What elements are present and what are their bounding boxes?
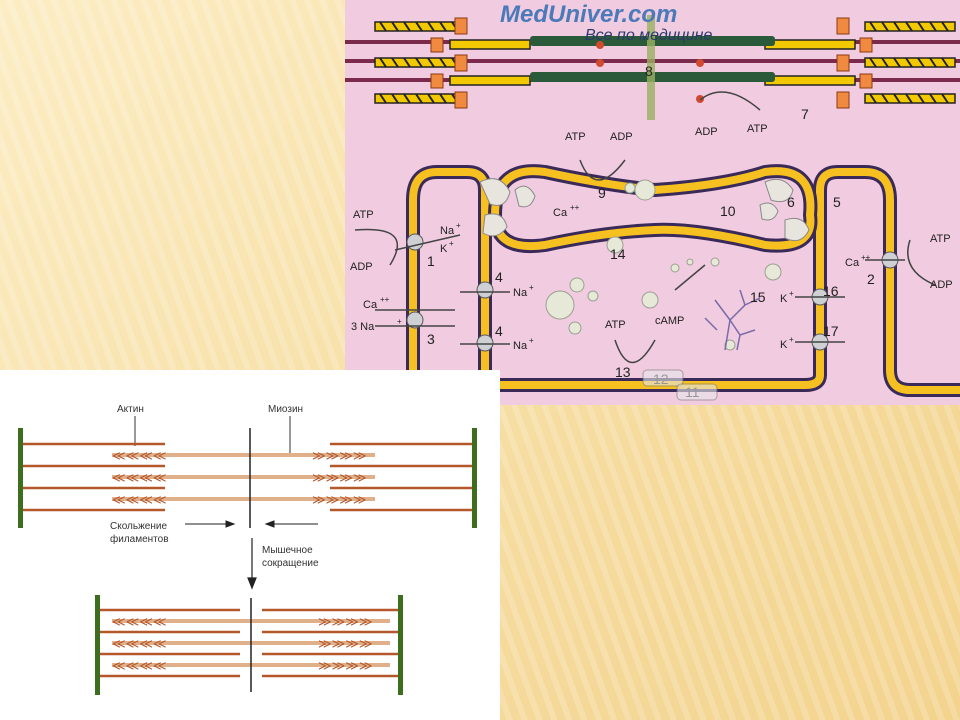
myosin-label: Миозин bbox=[268, 404, 303, 415]
actin-label: Актин bbox=[117, 404, 144, 415]
label-adp-1: ADP bbox=[350, 261, 373, 273]
charge-na-4b: + bbox=[529, 336, 534, 345]
charge-na-4a: + bbox=[529, 283, 534, 292]
charge-ca-9: ++ bbox=[570, 203, 580, 212]
label-ca-3: Ca bbox=[363, 299, 378, 311]
charge-na-1: + bbox=[456, 221, 461, 230]
svg-text:≫≫≫≫: ≫≫≫≫ bbox=[312, 448, 366, 463]
svg-text:≫≫≫≫: ≫≫≫≫ bbox=[312, 492, 366, 507]
z-line-left bbox=[18, 428, 23, 528]
sarcomere-filaments bbox=[345, 15, 960, 120]
charge-ca-2: ++ bbox=[861, 253, 871, 262]
charge-3na: + bbox=[397, 317, 402, 326]
label-adp-7: ADP bbox=[695, 126, 718, 138]
sliding-filament-svg: Актин Миозин ≪≪≪≪ ≫≫≫≫ ≪≪≪≪ ≫≫≫≫ ≪≪≪≪ ≫≫≫≫ … bbox=[18, 404, 477, 695]
svg-text:≪≪≪≪: ≪≪≪≪ bbox=[112, 448, 166, 463]
charge-k-16: + bbox=[789, 289, 794, 298]
label-3na: 3 Na bbox=[351, 321, 375, 333]
charge-ca-3: ++ bbox=[380, 295, 390, 304]
charge-k-17: + bbox=[789, 335, 794, 344]
sliding-arrows bbox=[185, 520, 318, 528]
label-ca-9: Ca bbox=[553, 207, 568, 219]
label-na-4b: Na bbox=[513, 340, 528, 352]
svg-text:≫≫≫≫: ≫≫≫≫ bbox=[318, 636, 372, 651]
relaxed-sarcomere: ≪≪≪≪ ≫≫≫≫ ≪≪≪≪ ≫≫≫≫ ≪≪≪≪ ≫≫≫≫ bbox=[18, 428, 477, 528]
charge-labels: + + ++ + + + ++ + + ++ bbox=[380, 203, 871, 345]
z-line-right bbox=[472, 428, 477, 528]
num-14: 14 bbox=[610, 246, 626, 262]
label-atp-9: ATP bbox=[565, 131, 586, 143]
cell-transport-diagram: MedUniver.com Все по медицине bbox=[345, 0, 960, 405]
num-16: 16 bbox=[823, 283, 839, 299]
num-8: 8 bbox=[645, 63, 653, 79]
membrane-tabs bbox=[642, 369, 718, 401]
num-4a: 4 bbox=[495, 269, 503, 285]
contraction-label-2: сокращение bbox=[262, 558, 319, 569]
label-atp-1: ATP bbox=[353, 209, 374, 221]
svg-text:≪≪≪≪: ≪≪≪≪ bbox=[112, 614, 166, 629]
num-4b: 4 bbox=[495, 323, 503, 339]
num-3: 3 bbox=[427, 331, 435, 347]
label-k-17: K bbox=[780, 339, 788, 351]
watermark-site: MedUniver.com bbox=[500, 1, 677, 28]
chemical-labels: ATP ADP Na K Ca 3 Na Na Na ATP ADP Ca AD… bbox=[350, 123, 953, 352]
svg-text:≫≫≫≫: ≫≫≫≫ bbox=[312, 470, 366, 485]
label-adp-9: ADP bbox=[610, 131, 633, 143]
label-ca-2: Ca bbox=[845, 257, 860, 269]
svg-text:≫≫≫≫: ≫≫≫≫ bbox=[318, 614, 372, 629]
watermark-tagline: Все по медицине bbox=[585, 27, 712, 44]
contracted-sarcomere: ≪≪≪≪ ≫≫≫≫ ≪≪≪≪ ≫≫≫≫ ≪≪≪≪ ≫≫≫≫ bbox=[95, 595, 403, 695]
z-line-left-contracted bbox=[95, 595, 100, 695]
svg-text:≪≪≪≪: ≪≪≪≪ bbox=[112, 492, 166, 507]
num-2: 2 bbox=[867, 271, 875, 287]
calcium-channels bbox=[479, 178, 810, 242]
svg-text:≪≪≪≪: ≪≪≪≪ bbox=[112, 658, 166, 673]
label-na-1: Na bbox=[440, 225, 455, 237]
num-10: 10 bbox=[720, 203, 736, 219]
num-9: 9 bbox=[598, 185, 606, 201]
z-line-right-contracted bbox=[398, 595, 403, 695]
sliding-label-1: Скольжение bbox=[110, 521, 167, 532]
label-atp-13: ATP bbox=[605, 319, 626, 331]
label-atp-2: ATP bbox=[930, 233, 951, 245]
contraction-arrow bbox=[247, 538, 257, 590]
label-camp: cAMP bbox=[655, 315, 684, 327]
label-atp-7: ATP bbox=[747, 123, 768, 135]
flow-arrows bbox=[354, 91, 936, 363]
label-k-1: K bbox=[440, 243, 448, 255]
branching-structure bbox=[704, 289, 761, 351]
svg-text:≪≪≪≪: ≪≪≪≪ bbox=[112, 636, 166, 651]
charge-k-1: + bbox=[449, 239, 454, 248]
num-15: 15 bbox=[750, 289, 766, 305]
num-1: 1 bbox=[427, 253, 435, 269]
label-adp-2: ADP bbox=[930, 279, 953, 291]
svg-text:≫≫≫≫: ≫≫≫≫ bbox=[318, 658, 372, 673]
label-k-16: K bbox=[780, 293, 788, 305]
sliding-filament-diagram: Актин Миозин ≪≪≪≪ ≫≫≫≫ ≪≪≪≪ ≫≫≫≫ ≪≪≪≪ ≫≫≫≫ … bbox=[0, 370, 500, 720]
num-5: 5 bbox=[833, 194, 841, 210]
label-na-4a: Na bbox=[513, 287, 528, 299]
num-13: 13 bbox=[615, 364, 631, 380]
vesicles bbox=[545, 179, 782, 351]
num-17: 17 bbox=[823, 323, 839, 339]
num-6: 6 bbox=[787, 194, 795, 210]
contraction-label-1: Мышечное bbox=[262, 545, 313, 556]
sliding-label-2: филаментов bbox=[110, 533, 169, 545]
svg-text:≪≪≪≪: ≪≪≪≪ bbox=[112, 470, 166, 485]
num-7: 7 bbox=[801, 106, 809, 122]
cell-transport-svg: MedUniver.com Все по медицине bbox=[345, 1, 960, 401]
